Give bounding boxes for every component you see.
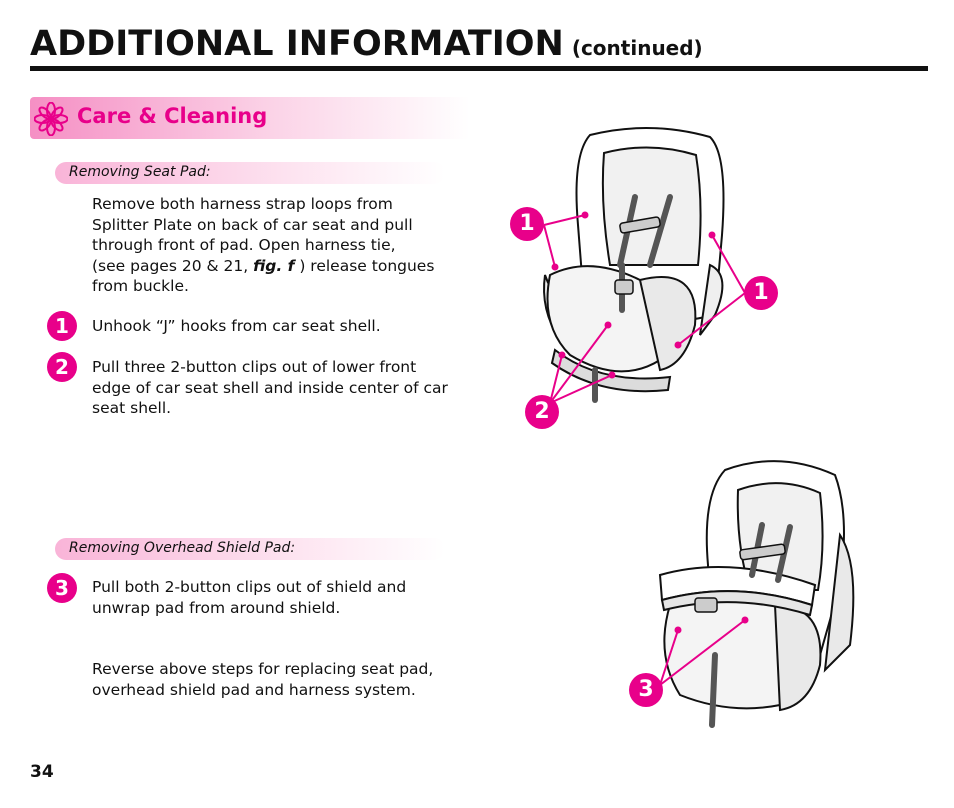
intro-line: through front of pad. Open harness tie, — [92, 236, 396, 254]
section-banner: Care & Cleaning — [30, 97, 470, 139]
title-text: ADDITIONAL INFORMATION — [30, 24, 564, 64]
step-badge-1: 1 — [47, 311, 77, 341]
seat-pad-intro: Remove both harness strap loops from Spl… — [92, 194, 467, 297]
intro-text: (see pages 20 & 21, — [92, 256, 254, 275]
step-3-line: Pull both 2-button clips out of shield a… — [92, 578, 407, 596]
step-badge-2: 2 — [47, 352, 77, 382]
step-3-text: Pull both 2-button clips out of shield a… — [92, 577, 467, 618]
flower-icon — [34, 102, 68, 136]
closing-line: Reverse above steps for replacing seat p… — [92, 660, 434, 678]
figure-reference: fig. f — [253, 256, 295, 275]
intro-line: (see pages 20 & 21, fig. f ) release ton… — [92, 256, 467, 277]
subheading-seat-pad: Removing Seat Pad: — [55, 162, 445, 184]
closing-text: Reverse above steps for replacing seat p… — [92, 659, 467, 700]
car-seat-shield-illustration — [658, 460, 855, 728]
callout-3: 3 — [629, 673, 663, 707]
subheading-shield-pad-text: Removing Overhead Shield Pad: — [69, 540, 296, 556]
subheading-shield-pad: Removing Overhead Shield Pad: — [55, 538, 445, 560]
step-badge-3: 3 — [47, 573, 77, 603]
intro-line: from buckle. — [92, 277, 189, 295]
step-2-line: seat shell. — [92, 399, 172, 417]
header-rule — [30, 66, 928, 71]
closing-line: overhead shield pad and harness system. — [92, 680, 416, 699]
step-2-text: Pull three 2-button clips out of lower f… — [92, 357, 467, 419]
step-1-text: Unhook “J” hooks from car seat shell. — [92, 317, 381, 335]
subheading-seat-pad-text: Removing Seat Pad: — [69, 164, 211, 180]
intro-line: Remove both harness strap loops from — [92, 195, 393, 213]
page-title: ADDITIONAL INFORMATION (continued) — [30, 24, 703, 64]
callout-2: 2 — [525, 395, 559, 429]
page-number: 34 — [30, 762, 54, 782]
intro-line: Splitter Plate on back of car seat and p… — [92, 215, 413, 234]
title-continued: (continued) — [571, 36, 703, 60]
callout-1-left: 1 — [510, 207, 544, 241]
intro-text: ) release tongues — [294, 256, 435, 275]
callout-1-right: 1 — [744, 276, 778, 310]
section-title: Care & Cleaning — [77, 104, 268, 128]
step-2-line: edge of car seat shell and inside center… — [92, 378, 448, 397]
car-seat-illustration — [543, 127, 746, 404]
step-3-line: unwrap pad from around shield. — [92, 598, 341, 617]
step-2-line: Pull three 2-button clips out of lower f… — [92, 358, 417, 376]
